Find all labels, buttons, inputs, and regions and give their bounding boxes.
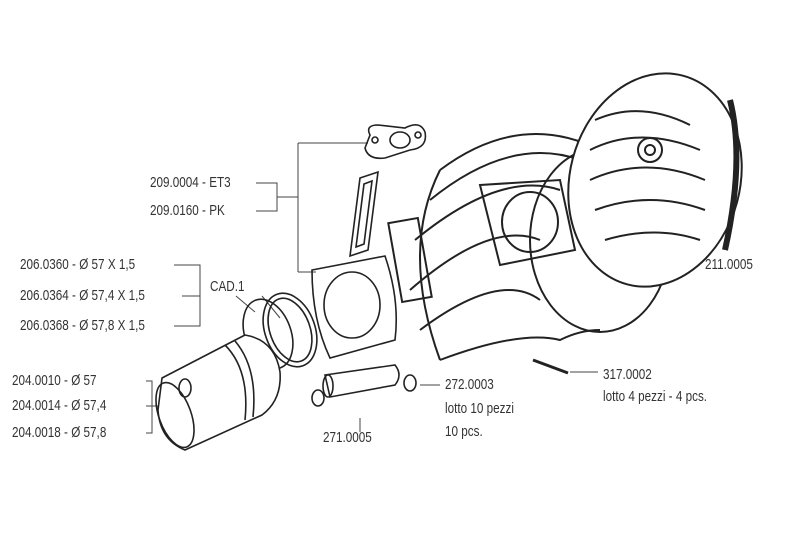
label-stud-lot: lotto 4 pezzi - 4 pcs. [603, 388, 708, 405]
reed-gasket-icon [349, 170, 379, 258]
label-piston-57: 204.0010 - Ø 57 [12, 372, 97, 389]
label-piston-pin: 271.0005 [323, 429, 372, 446]
label-clip-code: 272.0003 [445, 376, 494, 393]
label-clip-lot: lotto 10 pezzi [445, 400, 514, 417]
label-piston-57-4: 204.0014 - Ø 57,4 [12, 397, 107, 414]
label-gasket-et3: 209.0004 - ET3 [150, 174, 231, 191]
circlip-icon [311, 374, 417, 407]
label-ring-57-4: 206.0364 - Ø 57,4 X 1,5 [20, 287, 145, 304]
label-ring-57-8: 206.0368 - Ø 57,8 X 1,5 [20, 317, 145, 334]
cylinder-head-icon [567, 72, 743, 288]
piston-icon [155, 334, 281, 451]
label-stud-code: 317.0002 [603, 366, 652, 383]
label-gasket-pk: 209.0160 - PK [150, 202, 225, 219]
label-head: 211.0005 [705, 256, 753, 273]
label-clip-pcs: 10 pcs. [445, 423, 483, 440]
intake-gasket-icon [364, 124, 427, 160]
label-rings-qty: CAD.1 [210, 278, 245, 295]
piston-pin-icon [322, 364, 400, 398]
label-ring-57: 206.0360 - Ø 57 X 1,5 [20, 256, 136, 273]
stud-icon [532, 358, 569, 375]
label-piston-57-8: 204.0018 - Ø 57,8 [12, 424, 107, 441]
base-gasket-icon [311, 255, 398, 359]
